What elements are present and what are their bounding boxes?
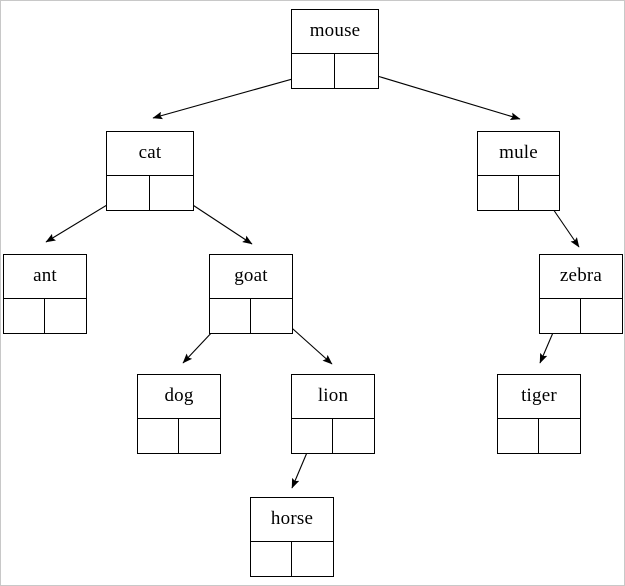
node-pointers-mule: [478, 176, 559, 210]
node-label-tiger: tiger: [498, 375, 580, 419]
node-pointers-zebra: [540, 299, 622, 333]
tree-node-goat[interactable]: goat: [209, 254, 293, 334]
left-pointer-cell-mouse[interactable]: [292, 54, 335, 88]
right-pointer-cell-cat[interactable]: [150, 176, 193, 210]
node-pointers-lion: [292, 419, 374, 453]
left-pointer-cell-horse[interactable]: [251, 542, 292, 576]
left-pointer-cell-ant[interactable]: [4, 299, 45, 333]
left-pointer-cell-dog[interactable]: [138, 419, 179, 453]
node-label-dog: dog: [138, 375, 220, 419]
right-pointer-cell-horse[interactable]: [292, 542, 333, 576]
node-pointers-dog: [138, 419, 220, 453]
right-pointer-cell-goat[interactable]: [251, 299, 292, 333]
right-pointer-cell-mouse[interactable]: [335, 54, 378, 88]
left-pointer-cell-lion[interactable]: [292, 419, 333, 453]
right-pointer-cell-dog[interactable]: [179, 419, 220, 453]
right-pointer-cell-zebra[interactable]: [581, 299, 622, 333]
tree-node-mouse[interactable]: mouse: [291, 9, 379, 89]
tree-node-lion[interactable]: lion: [291, 374, 375, 454]
node-pointers-tiger: [498, 419, 580, 453]
node-pointers-cat: [107, 176, 193, 210]
right-pointer-cell-tiger[interactable]: [539, 419, 580, 453]
tree-node-cat[interactable]: cat: [106, 131, 194, 211]
left-pointer-cell-cat[interactable]: [107, 176, 150, 210]
node-label-horse: horse: [251, 498, 333, 542]
right-pointer-cell-mule[interactable]: [519, 176, 560, 210]
tree-node-dog[interactable]: dog: [137, 374, 221, 454]
node-pointers-mouse: [292, 54, 378, 88]
node-label-cat: cat: [107, 132, 193, 176]
right-pointer-cell-lion[interactable]: [333, 419, 374, 453]
tree-node-horse[interactable]: horse: [250, 497, 334, 577]
tree-node-tiger[interactable]: tiger: [497, 374, 581, 454]
tree-node-mule[interactable]: mule: [477, 131, 560, 211]
node-label-ant: ant: [4, 255, 86, 299]
left-pointer-cell-mule[interactable]: [478, 176, 519, 210]
node-label-zebra: zebra: [540, 255, 622, 299]
left-pointer-cell-zebra[interactable]: [540, 299, 581, 333]
tree-node-zebra[interactable]: zebra: [539, 254, 623, 334]
left-pointer-cell-tiger[interactable]: [498, 419, 539, 453]
node-pointers-goat: [210, 299, 292, 333]
node-label-mule: mule: [478, 132, 559, 176]
left-pointer-cell-goat[interactable]: [210, 299, 251, 333]
node-pointers-ant: [4, 299, 86, 333]
node-label-mouse: mouse: [292, 10, 378, 54]
right-pointer-cell-ant[interactable]: [45, 299, 86, 333]
node-pointers-horse: [251, 542, 333, 576]
node-label-goat: goat: [210, 255, 292, 299]
tree-node-ant[interactable]: ant: [3, 254, 87, 334]
node-label-lion: lion: [292, 375, 374, 419]
